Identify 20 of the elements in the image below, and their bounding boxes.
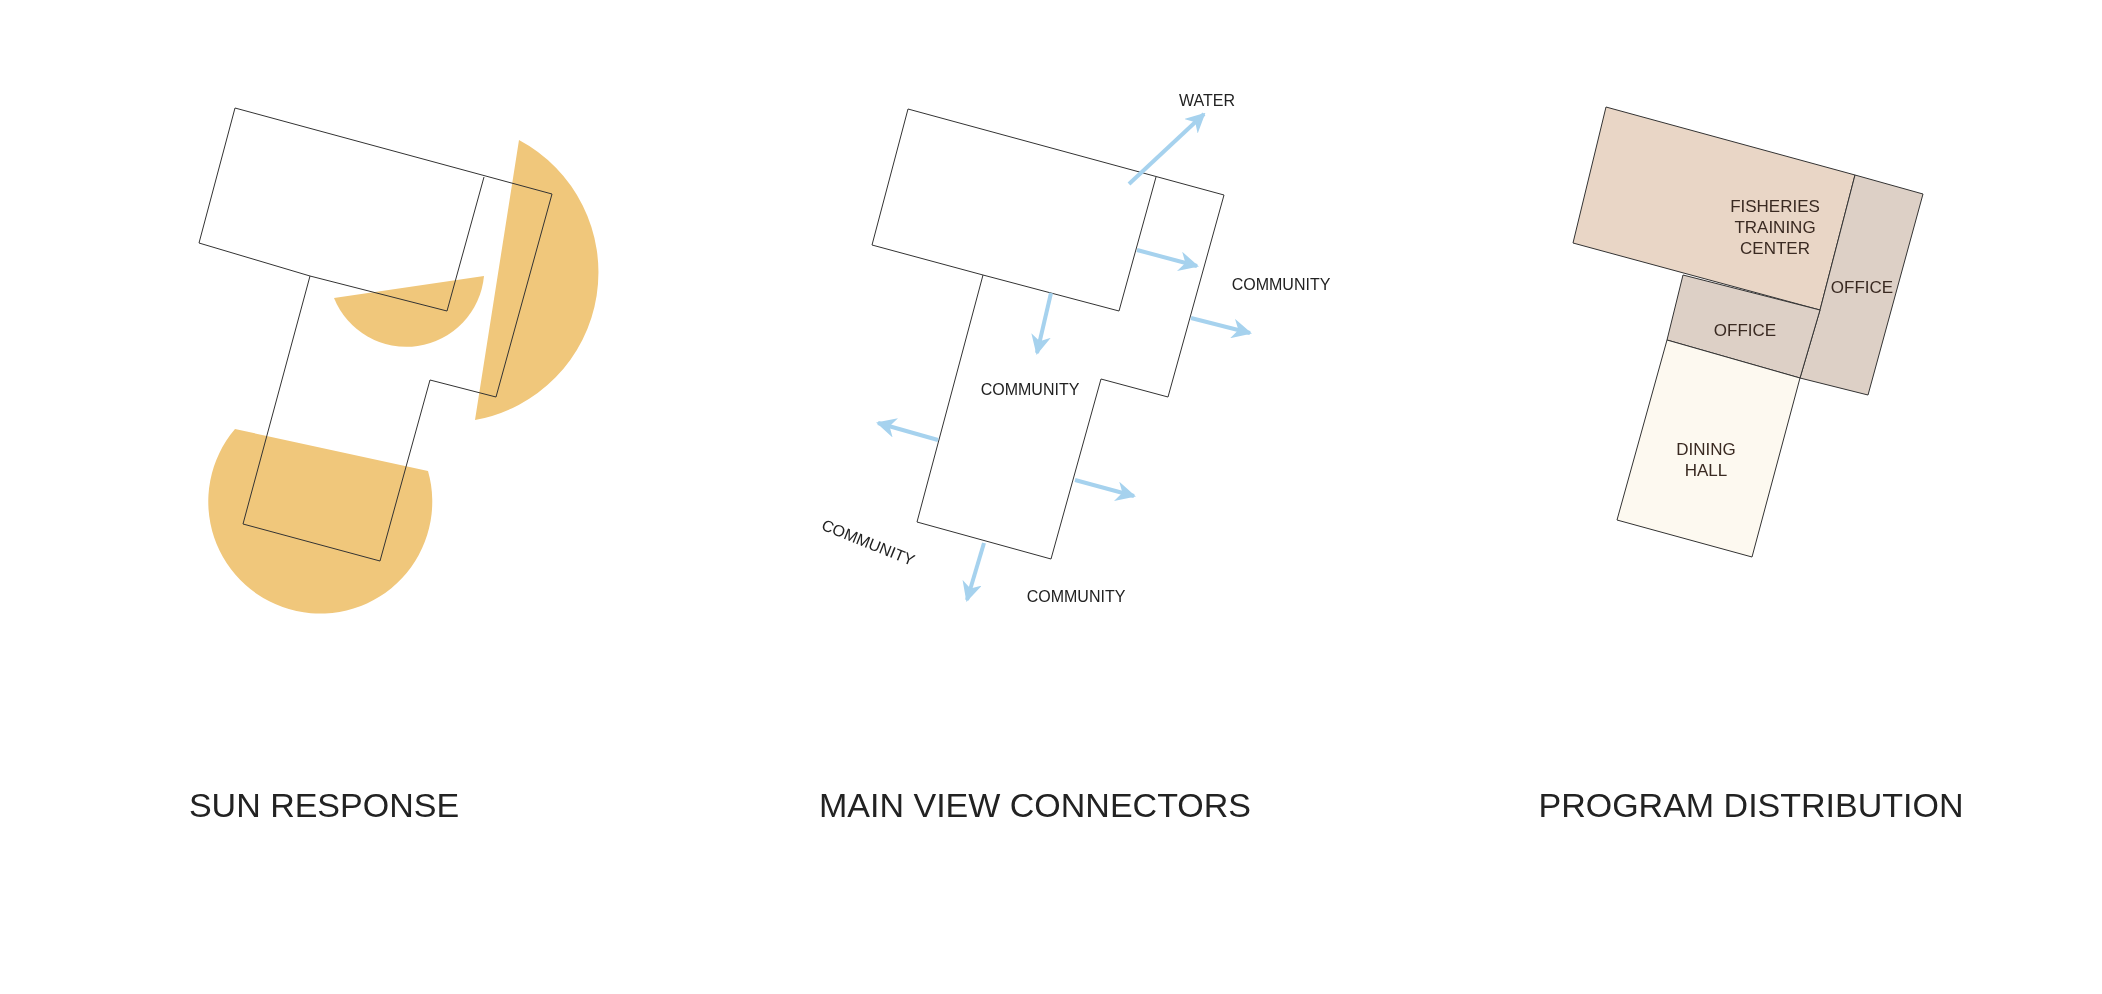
room-label: DINING HALL [1675, 439, 1737, 481]
arrow [962, 542, 986, 602]
room-area [1617, 340, 1800, 557]
arrow [1074, 478, 1136, 501]
arrow [1190, 316, 1252, 339]
direction-label: WATER [1179, 92, 1235, 110]
direction-label: COMMUNITY [1026, 588, 1126, 606]
room-area [1667, 275, 1820, 378]
arrow [876, 418, 939, 442]
room-label: OFFICE [1713, 319, 1777, 341]
arrow [1031, 292, 1053, 355]
panel-caption: PROGRAM DISTRIBUTION [1538, 785, 1964, 825]
arrow [1127, 112, 1206, 186]
panel-caption: MAIN VIEW CONNECTORS [819, 785, 1251, 825]
direction-label: COMMUNITY [1231, 276, 1331, 294]
direction-label: COMMUNITY [980, 381, 1080, 399]
arrow [1136, 248, 1199, 271]
room-label: FISHERIES TRAINING CENTER [1729, 195, 1821, 259]
room-label: OFFICE [1830, 276, 1894, 298]
panel-caption: SUN RESPONSE [188, 785, 460, 825]
